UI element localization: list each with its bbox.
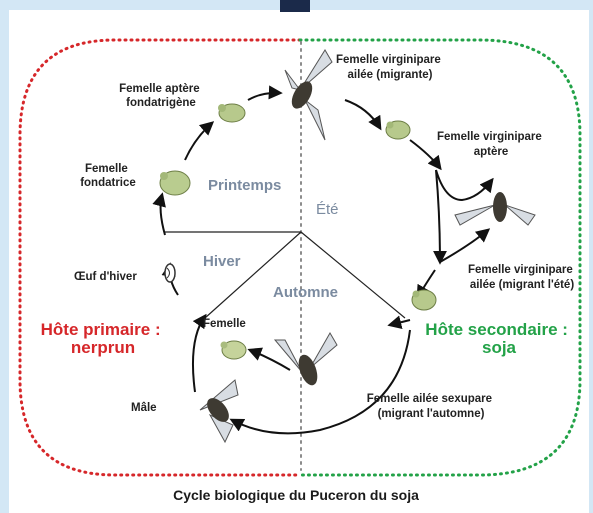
secondary-host-label: Hôte secondaire : soja — [425, 320, 572, 357]
top-bar — [280, 0, 310, 12]
primary-host-label: Hôte primaire : nerprun — [41, 320, 166, 357]
stage-virg-aptere-label: Femelle virginipare aptère — [437, 131, 545, 158]
stage-fondatrigene-label: Femelle aptère fondatrigène — [119, 83, 203, 109]
aphid-femelle-icon — [220, 340, 247, 360]
season-spring-label: Printemps — [208, 177, 281, 194]
aphid-fondatrice-icon — [159, 170, 191, 196]
winter-egg-icon — [164, 263, 176, 283]
diagram-caption: Cycle biologique du Puceron du soja — [173, 487, 419, 503]
aphid-fondatrigene-icon — [218, 103, 246, 123]
season-sectors — [165, 231, 406, 319]
season-winter-label: Hiver — [203, 253, 241, 270]
stage-male-label: Mâle — [131, 402, 157, 414]
aphid-virg-aptere-summer-icon — [385, 120, 411, 140]
stage-femelle-label: Femelle — [203, 318, 246, 330]
season-autumn-label: Automne — [273, 284, 338, 301]
stage-virg-ailee-ete-label: Femelle virginipare ailée (migrant l'été… — [468, 264, 576, 291]
aphid-aptere-soy-icon — [411, 289, 437, 311]
aphid-male-icon — [199, 379, 239, 444]
stage-virg-ailee-label: Femelle virginipare ailée (migrante) — [336, 54, 444, 81]
aphid-virg-ailee-ete-icon — [454, 192, 536, 226]
season-summer-label: Été — [316, 201, 339, 218]
aphid-virg-ailee-icon — [284, 49, 333, 141]
primary-host-boundary — [18, 38, 302, 477]
stage-fondatrice-label: Femelle fondatrice — [80, 163, 136, 189]
stage-sexupare-label: Femelle ailée sexupare (migrant l'automn… — [367, 393, 496, 420]
stage-oeuf-label: Œuf d'hiver — [74, 271, 137, 283]
aphid-sexupare-icon — [273, 332, 338, 386]
secondary-host-boundary — [298, 38, 582, 477]
